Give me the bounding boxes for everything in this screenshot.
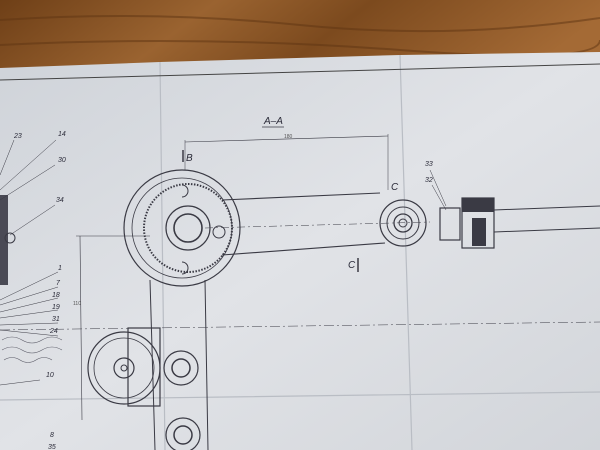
hex-nut-upper: [163, 350, 199, 386]
hex-nut-lower: [165, 417, 201, 450]
large-gear: [123, 169, 241, 287]
marker-c-bottom: C: [348, 260, 356, 271]
nut-assembly: [439, 197, 600, 249]
callout-31: 31: [52, 316, 60, 323]
dimension-side-label: 110: [73, 301, 81, 307]
dimension-line-top: [184, 135, 389, 143]
callout-35: 35: [48, 444, 56, 450]
callout-10: 10: [46, 372, 54, 379]
column-body: [149, 279, 209, 450]
dimension-side: [76, 235, 150, 421]
callout-23: 23: [13, 133, 22, 140]
leader-lines: [0, 139, 59, 386]
dimension-top-label: 180: [284, 134, 293, 140]
arm-link-upper: [221, 192, 381, 201]
callout-14: 14: [58, 131, 66, 138]
callout-34: 34: [56, 197, 64, 204]
sheet-border: [0, 63, 600, 81]
arm-link-lower: [221, 242, 386, 256]
arm-centerline: [204, 221, 431, 229]
small-wheel: [379, 199, 427, 247]
callout-1: 1: [58, 265, 62, 272]
callout-30: 30: [58, 157, 66, 164]
section-title: A–A: [263, 116, 283, 127]
sheet-fold: [0, 54, 600, 450]
marker-b: B: [186, 153, 193, 164]
callout-18: 18: [52, 292, 60, 299]
lower-wheel: [87, 327, 161, 407]
callout-24: 24: [49, 328, 58, 335]
handwritten-notes: [1, 336, 63, 363]
drawing-sheet: [0, 52, 600, 450]
callout-8: 8: [50, 432, 54, 439]
left-part: [0, 195, 8, 285]
callout-33: 33: [425, 161, 433, 168]
callout-7: 7: [56, 280, 61, 287]
callout-32: 32: [425, 177, 433, 184]
callout-19: 19: [52, 304, 60, 311]
marker-c-top: C: [391, 182, 399, 193]
